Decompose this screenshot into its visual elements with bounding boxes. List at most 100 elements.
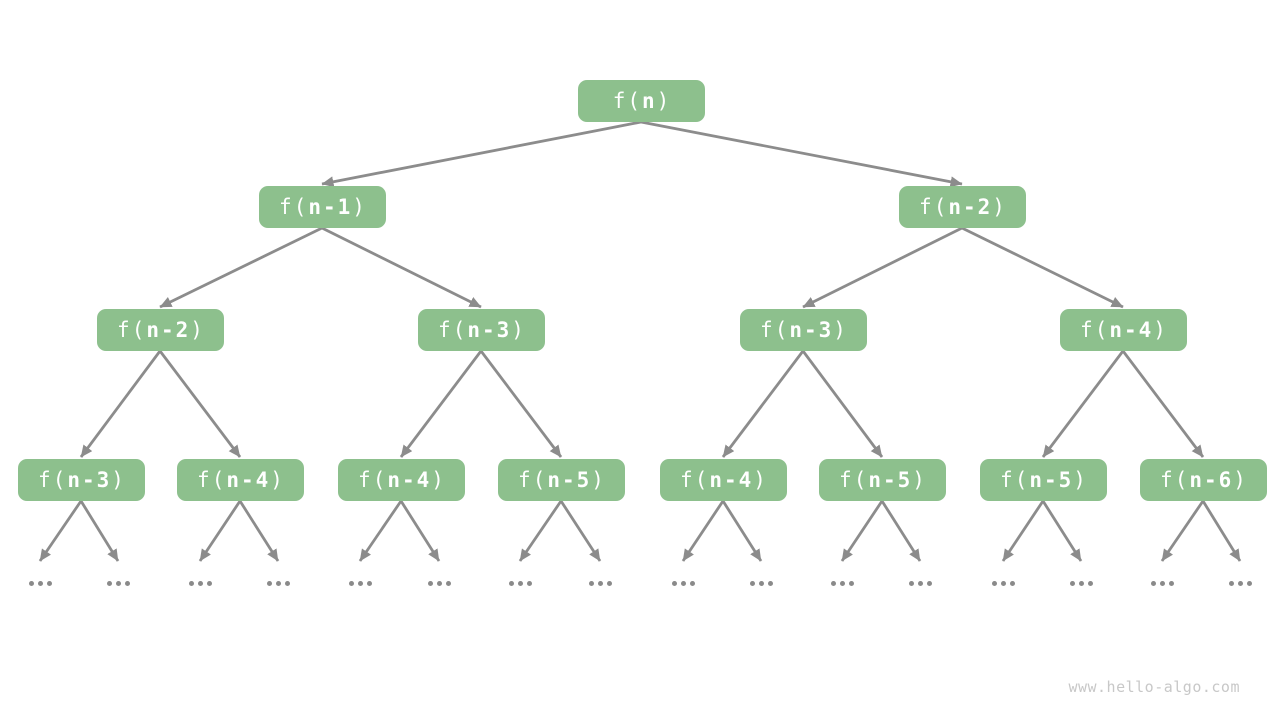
ellipsis-dot bbox=[207, 581, 212, 586]
edge-arrow bbox=[1041, 350, 1125, 458]
ellipsis-leaf bbox=[909, 581, 932, 586]
ellipsis-leaf bbox=[1229, 581, 1252, 586]
ellipsis-leaf bbox=[750, 581, 773, 586]
ellipsis-leaf bbox=[992, 581, 1015, 586]
ellipsis-dot bbox=[909, 581, 914, 586]
edge-arrow bbox=[721, 350, 805, 458]
ellipsis-leaf bbox=[428, 581, 451, 586]
ellipsis-dot bbox=[428, 581, 433, 586]
edge-arrow bbox=[38, 500, 83, 562]
tree-node-8-f-n-4: f(n-4) bbox=[176, 459, 304, 501]
ellipsis-dot bbox=[1151, 581, 1156, 586]
edge-arrow bbox=[1201, 500, 1242, 562]
node-label-prefix: f( bbox=[518, 468, 548, 492]
ellipsis-dot bbox=[927, 581, 932, 586]
node-label-prefix: f( bbox=[919, 195, 949, 219]
ellipsis-dot bbox=[267, 581, 272, 586]
node-label-arg: n-5 bbox=[868, 468, 913, 492]
node-label-suffix: ) bbox=[190, 318, 205, 342]
ellipsis-dot bbox=[446, 581, 451, 586]
ellipsis-dot bbox=[759, 581, 764, 586]
ellipsis-dot bbox=[607, 581, 612, 586]
edge-arrow bbox=[681, 500, 725, 562]
ellipsis-leaf bbox=[267, 581, 290, 586]
tree-node-14-f-n-6: f(n-6) bbox=[1139, 459, 1267, 501]
ellipsis-leaf bbox=[349, 581, 372, 586]
ellipsis-dot bbox=[349, 581, 354, 586]
tree-node-3-f-n-2: f(n-2) bbox=[96, 309, 224, 351]
node-label-prefix: f( bbox=[760, 318, 790, 342]
node-label-arg: n-1 bbox=[308, 195, 353, 219]
tree-node-1-f-n-1: f(n-1) bbox=[258, 186, 386, 228]
edge-arrow bbox=[358, 500, 403, 562]
node-label-arg: n-5 bbox=[547, 468, 592, 492]
ellipsis-dot bbox=[358, 581, 363, 586]
ellipsis-dot bbox=[598, 581, 603, 586]
edge-arrow bbox=[79, 500, 120, 562]
ellipsis-leaf bbox=[509, 581, 532, 586]
edge-arrow bbox=[880, 500, 922, 562]
ellipsis-leaf bbox=[831, 581, 854, 586]
node-label-arg: n-4 bbox=[387, 468, 432, 492]
node-label-prefix: f( bbox=[612, 89, 642, 113]
ellipsis-dot bbox=[509, 581, 514, 586]
ellipsis-dot bbox=[681, 581, 686, 586]
edge-arrow bbox=[1001, 500, 1045, 562]
node-label-prefix: f( bbox=[680, 468, 710, 492]
ellipsis-dot bbox=[831, 581, 836, 586]
edge-arrow bbox=[840, 500, 884, 562]
node-label-suffix: ) bbox=[591, 468, 606, 492]
ellipsis-dot bbox=[1160, 581, 1165, 586]
node-label-arg: n bbox=[641, 89, 657, 113]
edge-arrow bbox=[321, 120, 642, 188]
ellipsis-leaf bbox=[1070, 581, 1093, 586]
edge-arrow bbox=[159, 226, 323, 309]
ellipsis-dot bbox=[849, 581, 854, 586]
node-label-suffix: ) bbox=[912, 468, 927, 492]
ellipsis-dot bbox=[276, 581, 281, 586]
node-label-prefix: f( bbox=[197, 468, 227, 492]
node-label-arg: n-4 bbox=[1109, 318, 1154, 342]
ellipsis-dot bbox=[1010, 581, 1015, 586]
edge-arrow bbox=[399, 350, 483, 458]
edge-arrow bbox=[238, 500, 280, 562]
ellipsis-dot bbox=[1088, 581, 1093, 586]
watermark-text: www.hello-algo.com bbox=[1068, 678, 1240, 696]
ellipsis-dot bbox=[768, 581, 773, 586]
edge-arrow bbox=[1121, 350, 1205, 458]
node-label-arg: n-2 bbox=[146, 318, 191, 342]
ellipsis-dot bbox=[672, 581, 677, 586]
tree-node-5-f-n-3: f(n-3) bbox=[739, 309, 867, 351]
ellipsis-dot bbox=[125, 581, 130, 586]
edge-arrow bbox=[479, 350, 563, 458]
ellipsis-dot bbox=[107, 581, 112, 586]
ellipsis-dot bbox=[38, 581, 43, 586]
node-label-suffix: ) bbox=[833, 318, 848, 342]
edge-arrow bbox=[961, 226, 1124, 309]
edge-arrow bbox=[1160, 500, 1205, 562]
node-label-arg: n-3 bbox=[467, 318, 512, 342]
edge-arrow bbox=[321, 226, 482, 309]
node-label-prefix: f( bbox=[1000, 468, 1030, 492]
ellipsis-dot bbox=[1079, 581, 1084, 586]
ellipsis-dot bbox=[750, 581, 755, 586]
node-label-suffix: ) bbox=[656, 89, 672, 113]
ellipsis-dot bbox=[1247, 581, 1252, 586]
node-label-suffix: ) bbox=[1153, 318, 1168, 342]
tree-node-11-f-n-4: f(n-4) bbox=[659, 459, 787, 501]
node-label-arg: n-3 bbox=[67, 468, 112, 492]
node-label-arg: n-6 bbox=[1189, 468, 1234, 492]
ellipsis-dot bbox=[1229, 581, 1234, 586]
ellipsis-dot bbox=[189, 581, 194, 586]
node-label-arg: n-2 bbox=[948, 195, 993, 219]
ellipsis-dot bbox=[690, 581, 695, 586]
edge-arrow bbox=[802, 226, 963, 309]
node-label-suffix: ) bbox=[352, 195, 367, 219]
node-label-suffix: ) bbox=[1073, 468, 1088, 492]
ellipsis-leaf bbox=[107, 581, 130, 586]
ellipsis-dot bbox=[29, 581, 34, 586]
ellipsis-dot bbox=[367, 581, 372, 586]
